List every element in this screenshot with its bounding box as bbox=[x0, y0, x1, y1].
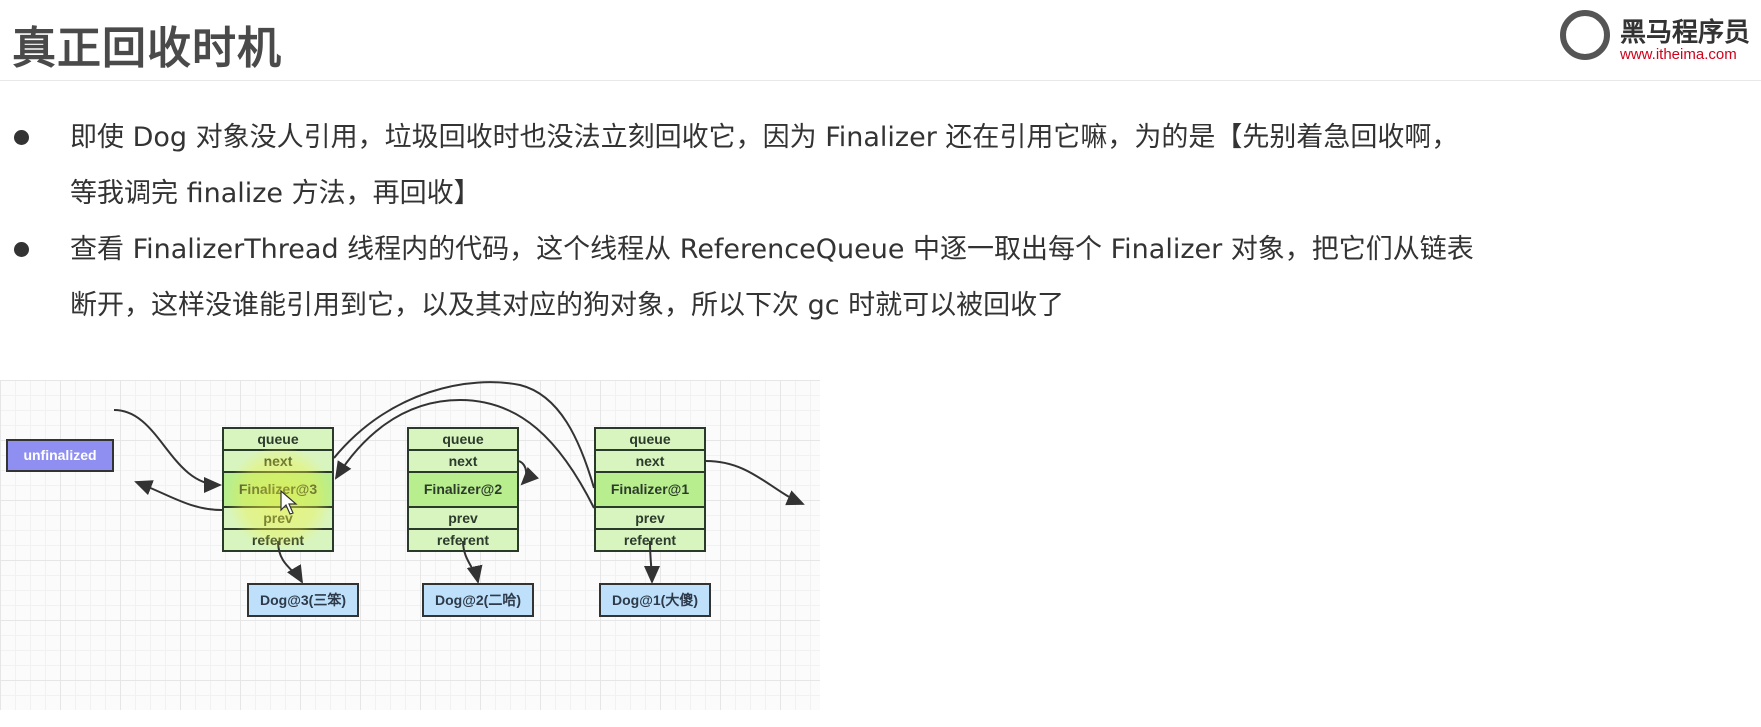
arrow-f1-referent bbox=[643, 540, 660, 584]
field-prev: prev bbox=[409, 508, 517, 530]
finalizer-node-1: queue next Finalizer@1 prev referent bbox=[594, 427, 706, 552]
arrow-f1-next-out bbox=[705, 460, 805, 506]
bullet-line: 即使 Dog 对象没人引用，垃圾回收时也没法立刻回收它，因为 Finalizer… bbox=[70, 122, 1459, 153]
bullet-item: 查看 FinalizerThread 线程内的代码，这个线程从 Referenc… bbox=[0, 222, 1761, 334]
bullet-dot-icon bbox=[14, 130, 29, 145]
bullet-item: 即使 Dog 对象没人引用，垃圾回收时也没法立刻回收它，因为 Finalizer… bbox=[0, 110, 1761, 222]
field-referent: referent bbox=[623, 532, 677, 548]
unfinalized-head: unfinalized bbox=[6, 439, 114, 472]
diagram-arrows bbox=[113, 381, 805, 584]
bullet-line: 断开，这样没谁能引用到它，以及其对应的狗对象，所以下次 gc 时就可以被回收了 bbox=[70, 290, 1065, 321]
arrow-f1-prev-to-f3 bbox=[334, 398, 595, 509]
field-next: next bbox=[596, 451, 704, 473]
brand-url: www.itheima.com bbox=[1620, 46, 1737, 63]
field-queue: queue bbox=[596, 429, 704, 451]
field-name: Finalizer@2 bbox=[409, 473, 517, 508]
brand-name: 黑马程序员 bbox=[1620, 18, 1751, 48]
arrow-f2-referent bbox=[462, 540, 483, 584]
arrow-f3-referent bbox=[277, 540, 304, 584]
bullet-dot-icon bbox=[14, 242, 29, 257]
mouse-cursor-icon bbox=[280, 490, 298, 515]
bullet-list: 即使 Dog 对象没人引用，垃圾回收时也没法立刻回收它，因为 Finalizer… bbox=[0, 110, 1761, 334]
bullet-line: 查看 FinalizerThread 线程内的代码，这个线程从 Referenc… bbox=[70, 234, 1474, 265]
field-name: Finalizer@1 bbox=[596, 473, 704, 508]
bullet-line: 等我调完 finalize 方法，再回收】 bbox=[70, 178, 481, 209]
field-next: next bbox=[409, 451, 517, 473]
dog-object-3: Dog@3(三笨) bbox=[247, 583, 359, 617]
arrow-f3-next-to-f1 bbox=[333, 381, 595, 489]
field-referent: referent bbox=[436, 532, 490, 548]
dog-object-1: Dog@1(大傻) bbox=[599, 583, 711, 617]
page-title: 真正回收时机 bbox=[12, 23, 282, 74]
horse-logo-icon bbox=[1560, 10, 1610, 60]
field-queue: queue bbox=[409, 429, 517, 451]
title-divider bbox=[0, 80, 1761, 81]
field-prev: prev bbox=[596, 508, 704, 530]
arrow-f3-prev-out bbox=[134, 480, 223, 511]
dog-object-2: Dog@2(二哈) bbox=[422, 583, 534, 617]
brand-logo: 黑马程序员 www.itheima.com bbox=[1560, 6, 1755, 64]
finalizer-node-2: queue next Finalizer@2 prev referent bbox=[407, 427, 519, 552]
arrow-unfinalized-to-f3 bbox=[113, 409, 222, 493]
arrow-f2-next-loop bbox=[518, 460, 539, 486]
